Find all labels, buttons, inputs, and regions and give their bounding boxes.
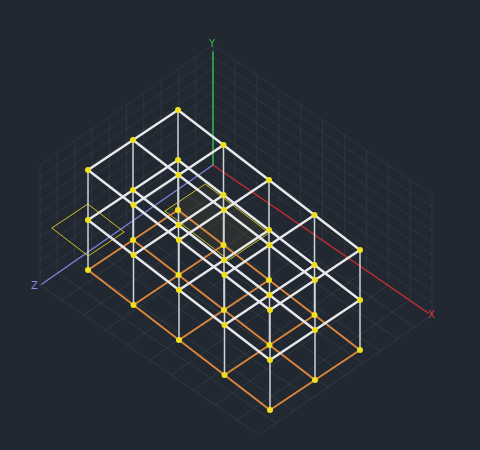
- node-dot: [130, 187, 136, 193]
- wall-grid-line: [213, 129, 432, 279]
- level-beam: [134, 145, 224, 205]
- node-dot: [176, 222, 182, 228]
- node-dot: [176, 337, 182, 343]
- floor-grid-line: [259, 315, 432, 435]
- floor-beam: [270, 350, 360, 410]
- node-dot: [222, 322, 228, 328]
- node-dot: [221, 207, 227, 213]
- node-dot: [221, 242, 227, 248]
- node-dot: [267, 292, 273, 298]
- floor-grid-line: [171, 255, 344, 375]
- node-dot: [131, 202, 137, 208]
- node-dot: [357, 347, 363, 353]
- node-dot: [85, 167, 91, 173]
- level-beam: [88, 170, 270, 310]
- axis-label: X: [428, 309, 435, 321]
- level-beam: [178, 110, 360, 250]
- node-dot: [85, 217, 91, 223]
- node-dot: [221, 257, 227, 263]
- node-dot: [267, 342, 273, 348]
- node-dot: [176, 237, 182, 243]
- node-dot: [267, 357, 273, 363]
- node-dot: [267, 307, 273, 313]
- level-beam: [270, 300, 360, 360]
- y-axis: [212, 52, 214, 165]
- floor-grid-line: [237, 300, 410, 420]
- floor-beam: [88, 210, 178, 270]
- node-dot: [266, 277, 272, 283]
- node-dot: [221, 307, 227, 313]
- level-beam: [179, 230, 269, 290]
- node-dot: [176, 287, 182, 293]
- node-dot: [130, 137, 136, 143]
- node-dot: [312, 212, 318, 218]
- floor-beam: [179, 280, 269, 340]
- node-dot: [221, 142, 227, 148]
- node-dot: [357, 297, 363, 303]
- axis-label: Y: [209, 38, 215, 50]
- node-dot: [357, 247, 363, 253]
- wall-grid-line: [40, 69, 213, 189]
- node-dot: [267, 242, 273, 248]
- node-dot: [131, 302, 137, 308]
- node-dot: [222, 372, 228, 378]
- node-dot: [312, 327, 318, 333]
- node-dot: [221, 192, 227, 198]
- level-beam: [134, 195, 224, 255]
- level-beam: [270, 250, 360, 310]
- level-beam: [225, 215, 315, 275]
- level-beam: [133, 140, 315, 280]
- node-dot: [175, 107, 181, 113]
- node-dot: [175, 157, 181, 163]
- level-beam: [179, 180, 269, 240]
- node-dot: [176, 172, 182, 178]
- wall-grid-line: [213, 45, 214, 165]
- node-dot: [131, 252, 137, 258]
- floor-grid-line: [92, 249, 311, 399]
- level-beam: [88, 110, 178, 170]
- level-beam: [88, 160, 178, 220]
- node-dot: [130, 237, 136, 243]
- floor-beam: [134, 245, 224, 305]
- node-dot: [312, 277, 318, 283]
- wall-grid-line: [213, 57, 432, 207]
- node-dot: [266, 227, 272, 233]
- wall-grid-line: [213, 45, 214, 165]
- floor-grid-line: [57, 273, 276, 423]
- wall-grid-line: [40, 45, 213, 165]
- floor-beam: [225, 315, 315, 375]
- node-dot: [312, 312, 318, 318]
- node-dot: [266, 177, 272, 183]
- node-dot: [312, 377, 318, 383]
- node-dot: [222, 272, 228, 278]
- node-dot: [312, 262, 318, 268]
- axis-label: Z: [31, 280, 38, 292]
- node-dot: [85, 267, 91, 273]
- floor-grid-line: [75, 261, 294, 411]
- node-dot: [267, 407, 273, 413]
- node-dot: [176, 272, 182, 278]
- wall-grid-line: [213, 45, 432, 195]
- wall-grid-line: [213, 81, 432, 231]
- level-beam: [225, 265, 315, 325]
- node-dot: [175, 207, 181, 213]
